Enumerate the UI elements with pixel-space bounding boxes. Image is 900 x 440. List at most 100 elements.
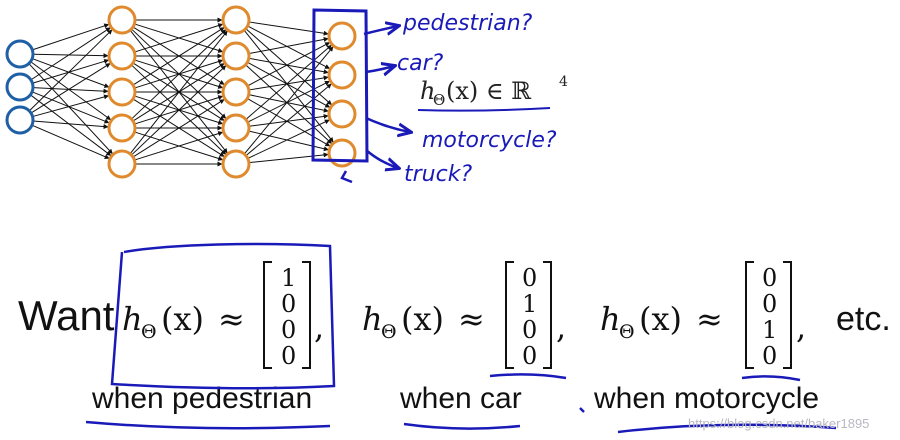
network-edge bbox=[129, 30, 228, 155]
svg-text:(x): (x) bbox=[401, 300, 444, 338]
output-node bbox=[327, 21, 357, 51]
svg-text:1: 1 bbox=[762, 316, 777, 344]
network-edge bbox=[134, 23, 224, 53]
svg-text:≈: ≈ bbox=[696, 300, 723, 338]
input-node bbox=[5, 72, 35, 102]
network-edge bbox=[131, 29, 227, 120]
network-edge bbox=[28, 29, 113, 112]
want-label: Want bbox=[18, 292, 115, 339]
target-car: h Θ (x) ≈ 0 1 0 0 , bbox=[362, 261, 566, 370]
hidden-node bbox=[221, 5, 251, 35]
hidden-node bbox=[221, 41, 251, 71]
network-edge bbox=[247, 80, 330, 123]
svg-text:0: 0 bbox=[522, 316, 537, 344]
svg-text:(x): (x) bbox=[161, 300, 204, 338]
hidden-node bbox=[107, 113, 137, 143]
svg-text:Θ: Θ bbox=[433, 91, 445, 109]
hypothesis-underline bbox=[417, 107, 551, 112]
network-edge bbox=[32, 120, 109, 130]
vector-bracket-right bbox=[543, 261, 552, 369]
pedestrian-target-box bbox=[110, 242, 336, 390]
target-pedestrian: h Θ (x) ≈ 1 0 0 0 , bbox=[122, 261, 324, 370]
network-edge bbox=[248, 113, 329, 127]
network-edge bbox=[32, 58, 110, 84]
svg-text:Θ: Θ bbox=[619, 321, 635, 343]
vector-bracket-left bbox=[263, 261, 272, 369]
caption-motorcycle: when motorcycle bbox=[593, 382, 819, 415]
network-edge bbox=[243, 29, 334, 143]
hypothesis-label: h Θ (x) ∈ ℝ 4 bbox=[420, 74, 568, 109]
svg-text:,: , bbox=[796, 308, 806, 346]
annotation-pedestrian: pedestrian? bbox=[402, 11, 533, 36]
svg-text:0: 0 bbox=[762, 264, 777, 292]
network-edge bbox=[32, 87, 109, 94]
network-edge bbox=[132, 99, 225, 158]
vector-bracket-right bbox=[302, 261, 311, 369]
svg-text:,: , bbox=[556, 308, 566, 346]
hidden-node bbox=[107, 77, 137, 107]
network-nodes bbox=[5, 5, 357, 179]
svg-text:(x) ∈ ℝ: (x) ∈ ℝ bbox=[446, 77, 532, 105]
network-edge bbox=[32, 53, 109, 59]
svg-text:0: 0 bbox=[281, 290, 296, 318]
svg-text:1: 1 bbox=[522, 290, 537, 318]
network-edge bbox=[247, 61, 331, 108]
svg-text:0: 0 bbox=[522, 342, 537, 370]
svg-text:Θ: Θ bbox=[141, 321, 157, 343]
vector-bracket-left bbox=[505, 261, 514, 369]
annotation-truck: truck? bbox=[404, 162, 472, 187]
network-edge bbox=[131, 65, 227, 156]
svg-text:0: 0 bbox=[281, 342, 296, 370]
vector-bracket-left bbox=[745, 261, 754, 369]
etc-label: etc. bbox=[836, 300, 891, 338]
caption-car: when car bbox=[399, 382, 522, 415]
annotation-car: car? bbox=[397, 51, 444, 76]
output-layer-box bbox=[311, 8, 369, 163]
network-edge bbox=[248, 130, 329, 152]
network-edge bbox=[247, 25, 331, 69]
hidden-node bbox=[221, 113, 251, 143]
network-connections bbox=[28, 17, 334, 167]
network-edge bbox=[32, 94, 109, 118]
target-motorcycle: h Θ (x) ≈ 0 0 1 0 , bbox=[600, 261, 806, 370]
output-node bbox=[327, 99, 357, 129]
network-edge bbox=[134, 131, 224, 161]
input-node bbox=[5, 39, 35, 69]
network-edge bbox=[28, 63, 113, 155]
svg-text:≈: ≈ bbox=[458, 300, 485, 338]
hidden-node bbox=[221, 149, 251, 179]
network-edge bbox=[248, 152, 329, 164]
network-edge bbox=[245, 83, 332, 157]
annotation-arrows bbox=[363, 26, 410, 168]
network-edge bbox=[32, 23, 110, 51]
svg-text:h: h bbox=[420, 77, 435, 105]
svg-text:1: 1 bbox=[281, 264, 296, 292]
svg-text:4: 4 bbox=[559, 74, 568, 90]
network-edge bbox=[30, 27, 111, 81]
svg-text:h: h bbox=[600, 300, 621, 338]
output-box-hook bbox=[340, 170, 353, 184]
svg-text:0: 0 bbox=[281, 316, 296, 344]
network-edge bbox=[245, 64, 333, 144]
svg-text:h: h bbox=[362, 300, 383, 338]
svg-text:0: 0 bbox=[762, 290, 777, 318]
caption-underlines bbox=[85, 373, 837, 434]
network-edge bbox=[245, 44, 332, 120]
network-edge bbox=[245, 28, 332, 106]
network-edge bbox=[31, 124, 110, 159]
watermark: https://blog.csdn.net/baker1895 bbox=[688, 416, 869, 431]
network-edge bbox=[247, 119, 330, 159]
hidden-node bbox=[221, 77, 251, 107]
network-edge bbox=[132, 27, 225, 86]
svg-text:h: h bbox=[122, 300, 143, 338]
hidden-node bbox=[107, 149, 137, 179]
svg-text:0: 0 bbox=[762, 342, 777, 370]
svg-text:(x): (x) bbox=[639, 300, 682, 338]
output-node bbox=[327, 60, 357, 90]
network-edge bbox=[32, 58, 110, 88]
input-node bbox=[5, 105, 35, 135]
network-edge bbox=[243, 46, 334, 155]
network-edge bbox=[31, 91, 110, 124]
svg-text:0: 0 bbox=[522, 264, 537, 292]
